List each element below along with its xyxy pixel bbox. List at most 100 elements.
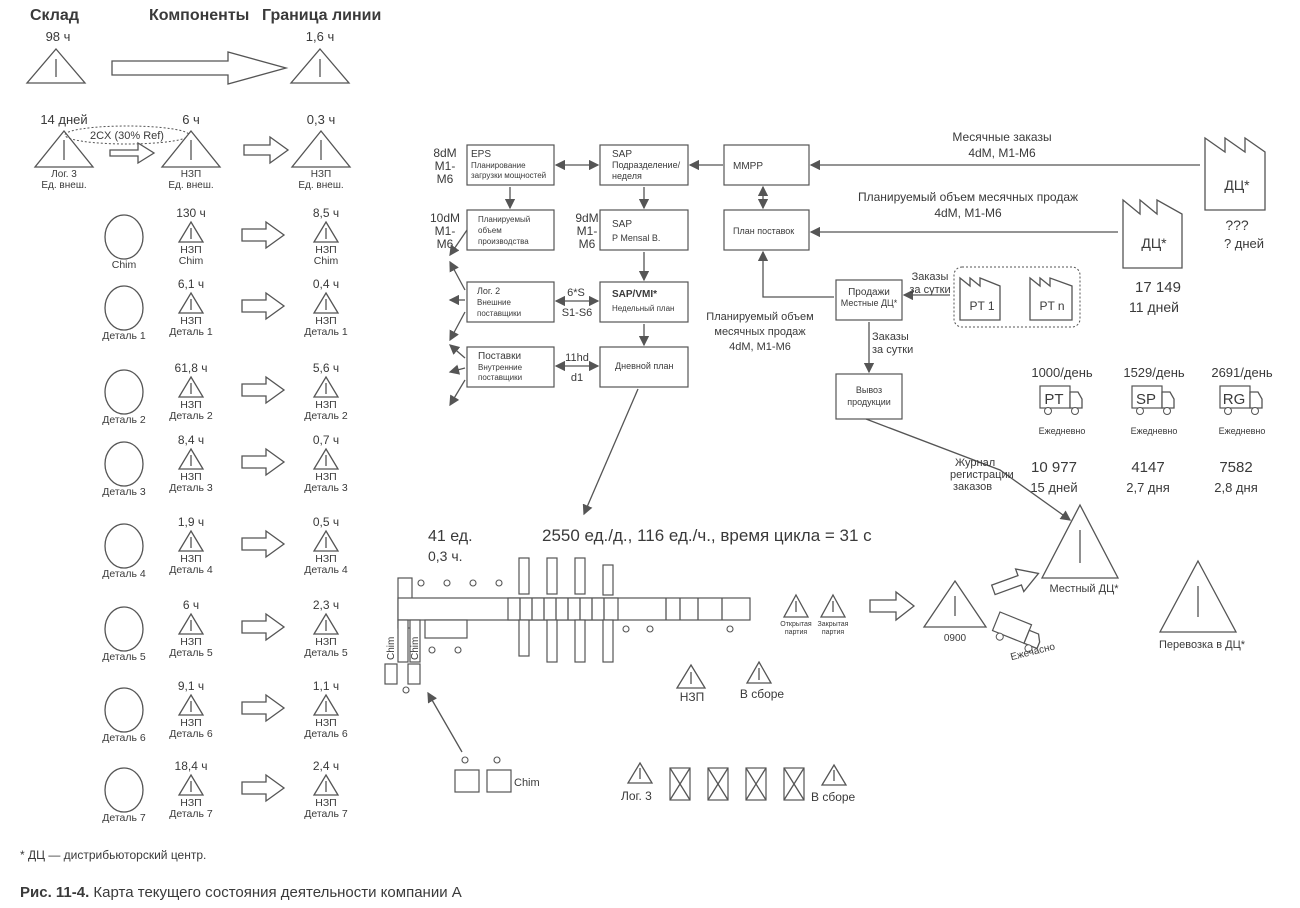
inventory-triangle-icon [675, 663, 707, 689]
dc-label-1: ДЦ* [1224, 177, 1250, 193]
lbl-9dm-1: 9dM [575, 211, 598, 225]
vmi-t2: Недельный план [612, 304, 674, 313]
prodazhi-t2: Местные ДЦ* [841, 298, 898, 308]
lbl-10dm-3: M6 [437, 237, 454, 251]
inventory-triangle-icon [312, 773, 340, 796]
truck-icon [1131, 385, 1175, 415]
lbl-9dm-3: M6 [579, 237, 596, 251]
inventory-triangle-icon [922, 579, 988, 628]
sap2-t1: SAP [612, 219, 632, 230]
line-qty: 41 ед. [428, 528, 473, 545]
journal-2: регистрации [950, 469, 1014, 481]
truck-rate: 1529/день [1123, 365, 1185, 380]
plan-postavok-box [723, 209, 810, 251]
component-mid-label: НЗП [180, 636, 201, 648]
closed-batch-1: Закрытая [818, 621, 849, 628]
orders-day2-1: Заказы [872, 331, 909, 343]
sap2-box [599, 209, 689, 251]
postavki-t1: Поставки [478, 351, 521, 362]
row2-right-time: 0,3 ч [307, 112, 335, 127]
link-daily-line [582, 388, 639, 516]
row2-mid-sub2: Ед. внеш. [168, 180, 213, 191]
component-name: Деталь 1 [102, 330, 146, 342]
planned-sales2-2: месячных продаж [714, 326, 806, 338]
component-mid-label: НЗП [180, 553, 201, 565]
supplier-circle-icon [104, 214, 144, 260]
truck-qty: 7582 [1219, 459, 1252, 476]
inventory-triangle-icon [177, 375, 205, 398]
component-mid-sub: Деталь 5 [169, 647, 213, 659]
push-arrow-icon [241, 447, 286, 477]
inventory-triangle-icon [33, 129, 95, 168]
v-sbore2-label: В сборе [811, 790, 856, 804]
d11: 11 дней [1129, 299, 1179, 315]
header-komponenty: Компоненты [149, 7, 249, 24]
monthly-orders-1: Месячные заказы [952, 130, 1051, 144]
component-mid-time: 1,9 ч [178, 515, 204, 529]
component-mid-time: 8,4 ч [178, 433, 204, 447]
truck-days: 2,7 дня [1126, 480, 1170, 495]
inventory-triangle-icon [312, 220, 340, 243]
supplier-circle-icon [104, 606, 144, 652]
lbl-8dm-1: 8dM [433, 146, 456, 160]
inventory-triangle-icon [820, 763, 848, 786]
postavki-t2: Внутренние [478, 363, 523, 372]
eps-t3: загрузки мощностей [471, 171, 546, 180]
side-arrow [449, 260, 466, 291]
component-right-sub: Деталь 3 [304, 482, 348, 494]
retail-group [953, 266, 1081, 328]
component-right-sub: Деталь 1 [304, 326, 348, 338]
component-right-label: НЗП [315, 797, 336, 809]
caption-bold: Рис. 11-4. [20, 884, 89, 901]
lbl-10dm-2: M1- [435, 224, 456, 238]
operator-icons [402, 579, 734, 764]
truck-freq: Ежедневно [1131, 426, 1178, 436]
inventory-triangle-icon [177, 220, 205, 243]
chim-vertical-2: Chim [410, 637, 421, 660]
link-prodazhi-plan [757, 250, 834, 298]
row2-mid-sub1: НЗП [181, 169, 201, 180]
component-mid-sub: Деталь 6 [169, 728, 213, 740]
push-arrow-icon [243, 135, 290, 165]
footnote: * ДЦ — дистрибьюторский центр. [20, 848, 206, 862]
component-name: Деталь 4 [102, 568, 146, 580]
inventory-triangle-icon [1158, 559, 1238, 633]
push-arrow-icon [109, 141, 156, 165]
code-0900: 0900 [944, 633, 967, 644]
truck-rate: 1000/день [1031, 365, 1093, 380]
component-mid-label: НЗП [180, 797, 201, 809]
inventory-triangle-icon [177, 529, 205, 552]
side-arrow [449, 311, 466, 342]
inventory-triangle-icon [177, 773, 205, 796]
inventory-triangle-icon [312, 447, 340, 470]
component-right-time: 2,4 ч [313, 759, 339, 773]
component-right-sub: Деталь 5 [304, 647, 348, 659]
supplier-circle-icon [104, 523, 144, 569]
plan-prod-t1: Планируемый [478, 215, 530, 224]
component-right-time: 2,3 ч [313, 598, 339, 612]
side-arrow [449, 344, 466, 359]
side-arrow [449, 229, 468, 257]
line-cycle: 2550 ед./д., 116 ед./ч., время цикла = 3… [542, 526, 872, 545]
component-right-label: НЗП [315, 471, 336, 483]
line-nzp: НЗП [680, 690, 705, 704]
top-left-time: 98 ч [46, 29, 71, 44]
log2-t3: поставщики [477, 309, 521, 318]
component-right-time: 0,4 ч [313, 277, 339, 291]
truck-code: PT [1044, 391, 1063, 408]
component-right-time: 0,7 ч [313, 433, 339, 447]
push-arrow-icon [241, 773, 286, 803]
component-mid-label: НЗП [180, 399, 201, 411]
component-mid-label: НЗП [180, 717, 201, 729]
component-right-label: НЗП [315, 244, 336, 256]
sap2-t2: P Mensal B. [612, 233, 660, 243]
inventory-triangle-icon [1040, 503, 1120, 579]
component-mid-time: 130 ч [176, 206, 206, 220]
